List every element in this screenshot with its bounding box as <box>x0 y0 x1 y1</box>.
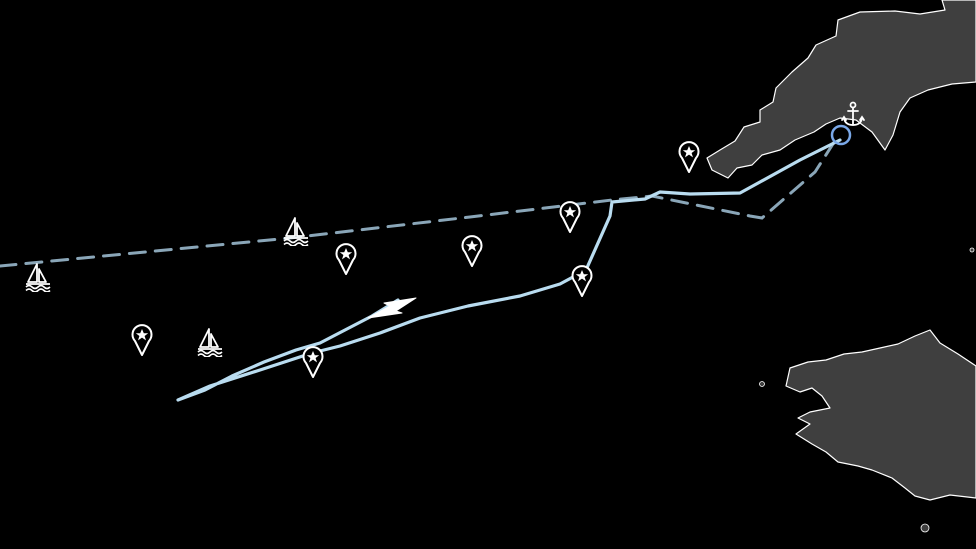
anchor-icon[interactable] <box>841 101 865 126</box>
sailboat-icon[interactable] <box>197 328 223 357</box>
home-port-circle-icon[interactable] <box>830 124 852 146</box>
star-pin-icon[interactable] <box>131 324 153 356</box>
star-pin-icon[interactable] <box>678 141 700 173</box>
islet <box>969 247 975 253</box>
star-pin-icon[interactable] <box>335 243 357 275</box>
sailboat-icon[interactable] <box>25 263 51 292</box>
star-pin-icon[interactable] <box>559 201 581 233</box>
lightning-icon[interactable] <box>367 297 417 319</box>
islet <box>759 381 765 387</box>
sailboat-icon[interactable] <box>283 217 309 246</box>
islet <box>920 523 930 533</box>
vessel-track <box>176 138 842 402</box>
star-pin-icon[interactable] <box>571 265 593 297</box>
land-brittany <box>785 329 976 501</box>
star-pin-icon[interactable] <box>302 346 324 378</box>
star-pin-icon[interactable] <box>461 235 483 267</box>
land-cornwall-devon <box>706 0 976 179</box>
